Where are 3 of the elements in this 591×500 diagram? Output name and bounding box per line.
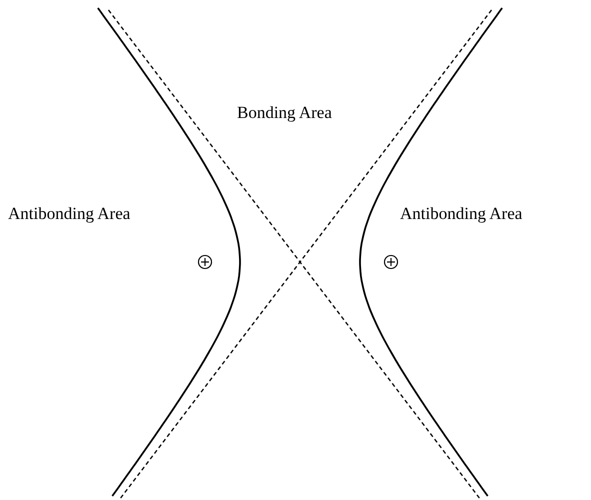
area-label: Antibonding Area <box>8 205 130 222</box>
area-label: Antibonding Area <box>400 205 522 222</box>
area-label: Bonding Area <box>237 104 332 121</box>
